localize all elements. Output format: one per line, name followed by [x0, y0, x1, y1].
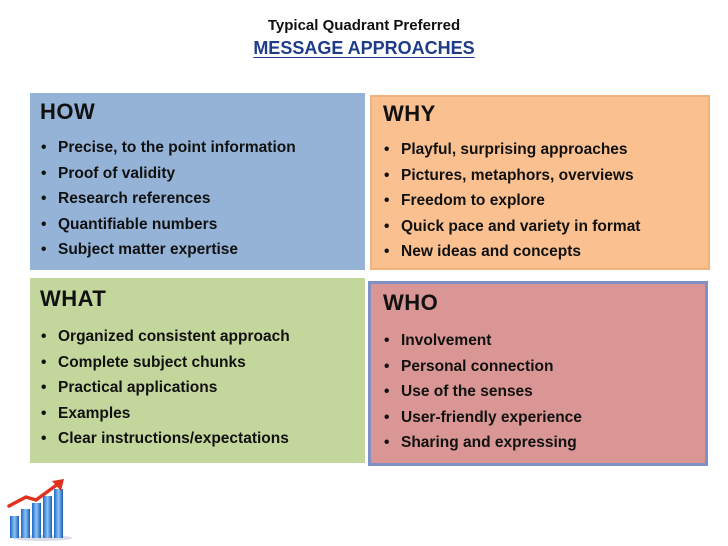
bullet-icon: •	[384, 217, 390, 235]
bullet-icon: •	[41, 404, 47, 422]
list-item: • Complete subject chunks	[40, 350, 355, 376]
bullet-icon: •	[384, 357, 390, 375]
list-item: • Involvement	[383, 328, 697, 354]
list-item: • Organized consistent approach	[40, 324, 355, 350]
list-item-text: Involvement	[401, 332, 492, 349]
list-item-text: Clear instructions/expectations	[58, 430, 289, 447]
list-item-text: Subject matter expertise	[58, 241, 239, 258]
list-item-text: Research references	[58, 190, 211, 207]
list-item-text: Personal connection	[401, 357, 554, 375]
bullet-icon: •	[41, 328, 47, 345]
list-item-text: Proof of validity	[58, 164, 176, 182]
list-item: • Proof of validity	[40, 161, 355, 187]
list-item-text: Examples	[58, 404, 131, 422]
bullet-icon: •	[384, 434, 390, 451]
list-item-text: Freedom to explore	[401, 192, 545, 209]
quadrant-list: • Involvement • Personal connection • Use o…	[383, 328, 697, 456]
quadrant-list: • Precise, to the point information • Proo…	[40, 135, 355, 263]
slide-title: MESSAGE APPROACHES	[253, 38, 475, 58]
bullet-icon: •	[384, 192, 390, 209]
list-item-text: Complete subject chunks	[58, 353, 246, 371]
quadrant-heading: HOW	[40, 99, 96, 124]
bar-chart-growth-icon	[7, 479, 72, 541]
list-item-text: Pictures, metaphors, overviews	[401, 166, 634, 184]
list-item-text: Precise, to the point information	[58, 139, 296, 156]
list-item: • Clear instructions/expectations	[40, 426, 355, 452]
list-item: • New ideas and concepts	[383, 239, 700, 265]
bullet-icon: •	[41, 241, 47, 258]
bullet-icon: •	[384, 166, 390, 184]
bullet-icon: •	[41, 379, 47, 396]
list-item: • Subject matter expertise	[40, 237, 355, 263]
bullet-icon: •	[41, 190, 47, 207]
quadrant-what: WHAT • Organized consistent approach • Com…	[30, 278, 365, 463]
quadrant-how: HOW • Precise, to the point information •…	[30, 93, 365, 270]
list-item-text: New ideas and concepts	[401, 243, 582, 260]
list-item: • Personal connection	[383, 354, 697, 380]
bullet-icon: •	[41, 430, 47, 447]
list-item: • Precise, to the point information	[40, 135, 355, 161]
slide-header: Typical Quadrant Preferred MESSAGE APPRO…	[0, 16, 728, 60]
list-item-text: Quick pace and variety in format	[401, 217, 641, 235]
quadrant-why: WHY • Playful, surprising approaches • Pic…	[370, 95, 710, 270]
list-item-text: Use of the senses	[401, 383, 533, 400]
quadrant-heading: WHY	[383, 101, 436, 126]
list-item-text: Playful, surprising approaches	[401, 141, 628, 158]
bullet-icon: •	[384, 383, 390, 400]
list-item-text: User-friendly experience	[401, 408, 582, 426]
list-item-text: Organized consistent approach	[58, 328, 290, 345]
list-item: • Quick pace and variety in format	[383, 214, 700, 240]
list-item: • Playful, surprising approaches	[383, 137, 700, 163]
list-item: • Quantifiable numbers	[40, 212, 355, 238]
bullet-icon: •	[384, 141, 390, 158]
quadrant-who: WHO • Involvement • Personal connection • U…	[368, 281, 708, 466]
bullet-icon: •	[41, 164, 47, 182]
bullet-icon: •	[41, 353, 47, 371]
bullet-icon: •	[384, 408, 390, 426]
list-item-text: Quantifiable numbers	[58, 215, 218, 233]
list-item: • Examples	[40, 401, 355, 427]
list-item: • Use of the senses	[383, 379, 697, 405]
bullet-icon: •	[41, 139, 47, 156]
quadrant-heading: WHAT	[40, 286, 107, 311]
list-item-text: Practical applications	[58, 379, 218, 396]
list-item: • Practical applications	[40, 375, 355, 401]
quadrant-heading: WHO	[383, 290, 439, 315]
bullet-icon: •	[41, 215, 47, 233]
quadrant-list: • Playful, surprising approaches • Picture…	[383, 137, 700, 265]
bullet-icon: •	[384, 243, 390, 260]
bullet-icon: •	[384, 332, 390, 349]
slide-subtitle: Typical Quadrant Preferred	[267, 17, 461, 34]
list-item: • Pictures, metaphors, overviews	[383, 163, 700, 189]
list-item: • Sharing and expressing	[383, 430, 697, 456]
quadrant-list: • Organized consistent approach • Complete…	[40, 324, 355, 452]
list-item: • Freedom to explore	[383, 188, 700, 214]
list-item: • Research references	[40, 186, 355, 212]
list-item-text: Sharing and expressing	[401, 434, 577, 451]
list-item: • User-friendly experience	[383, 405, 697, 431]
